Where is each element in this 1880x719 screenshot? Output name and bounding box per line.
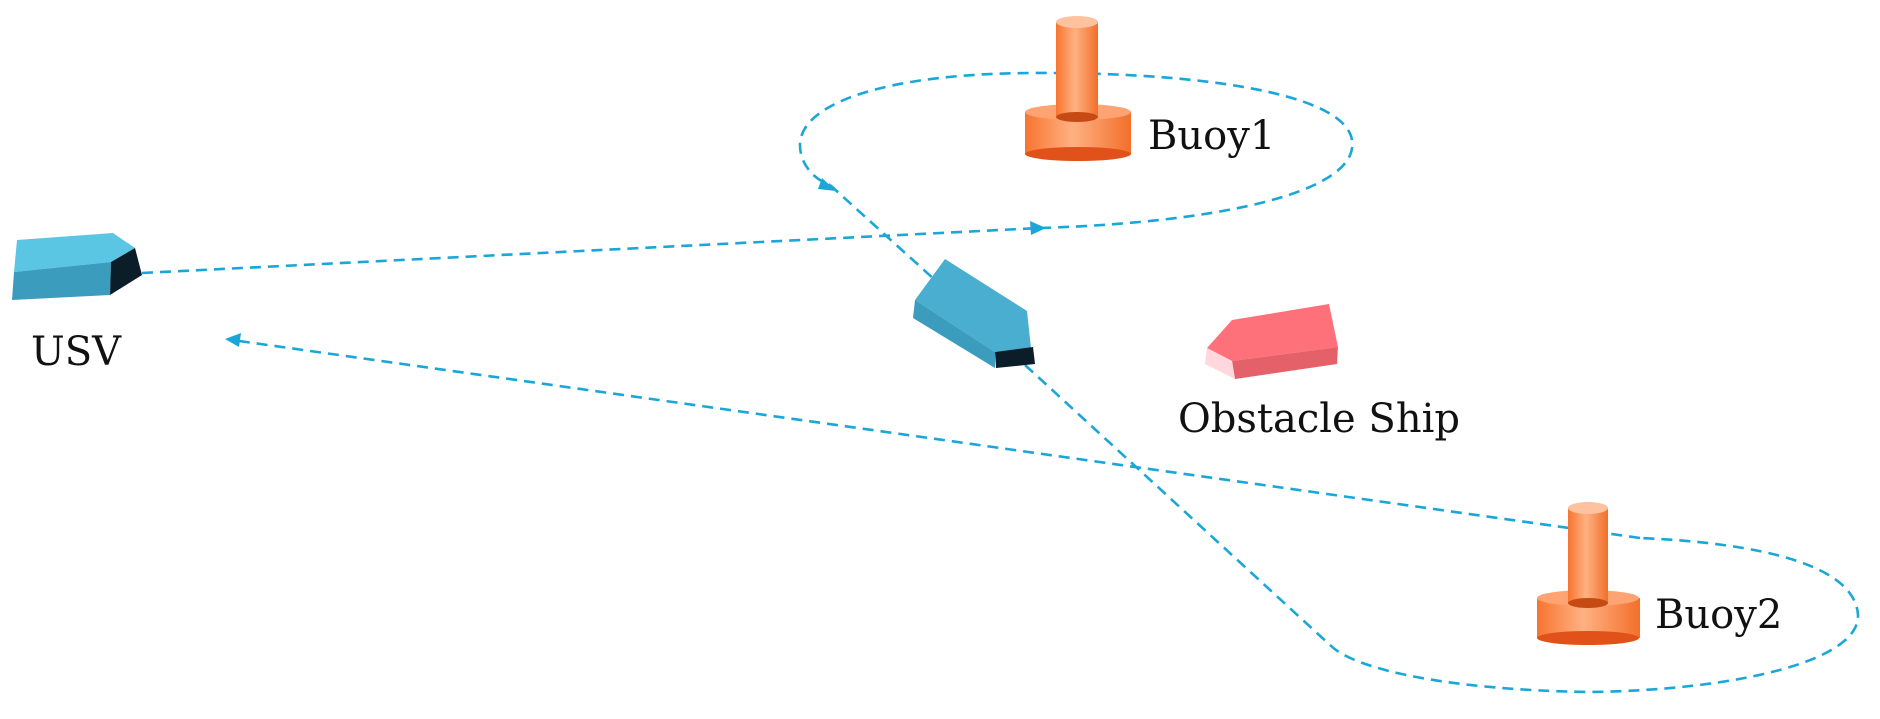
buoy2-icon xyxy=(1537,502,1640,645)
usv-mid-bow xyxy=(995,347,1035,368)
usv-mid-top xyxy=(915,259,1031,352)
usv-side xyxy=(12,262,111,300)
arrow-head xyxy=(1030,221,1046,235)
usv-mid-side xyxy=(913,300,995,368)
arrow-head xyxy=(818,178,836,191)
obstacle-stern xyxy=(1205,348,1235,379)
arrow-head xyxy=(225,333,241,347)
usv-start-boat xyxy=(12,233,142,300)
usv-bow xyxy=(110,248,142,295)
planned-route xyxy=(141,71,1860,694)
buoy1-label: Buoy1 xyxy=(1148,113,1276,159)
obstacle-ship-label: Obstacle Ship xyxy=(1178,396,1460,442)
usv-label: USV xyxy=(31,329,121,375)
buoy1-icon xyxy=(1025,16,1131,161)
obstacle-side xyxy=(1232,347,1338,379)
usv-top xyxy=(14,233,135,272)
obstacle-top xyxy=(1207,304,1338,361)
buoy2-label: Buoy2 xyxy=(1655,592,1783,638)
route-arrowheads xyxy=(225,178,1046,347)
obstacle-ship xyxy=(1205,304,1338,379)
usv-mid-boat xyxy=(913,259,1035,368)
